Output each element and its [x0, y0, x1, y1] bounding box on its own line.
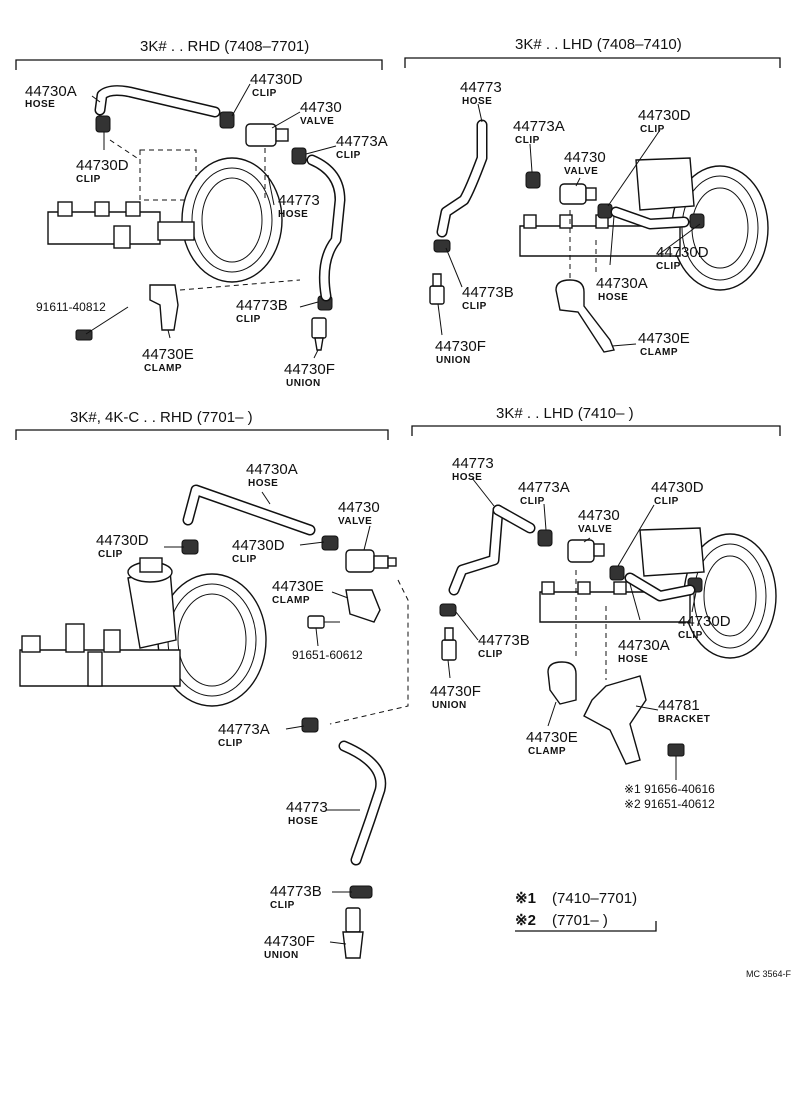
label-name: CLIP [520, 496, 545, 507]
note-text: (7410–7701) [552, 890, 637, 907]
label-pn: 44730F [264, 933, 315, 950]
label-pn: 44730E [526, 729, 578, 746]
note-text: (7701– ) [552, 912, 608, 929]
label-name: HOSE [618, 654, 648, 665]
label-pn: 44730D [232, 537, 285, 554]
label-pn: 44730D [638, 107, 691, 124]
label-name: CLAMP [528, 746, 566, 757]
label-name: BRACKET [658, 714, 710, 725]
label-pn: 44730E [272, 578, 324, 595]
section-title: 3K# . . LHD (7408–7410) [515, 36, 682, 53]
label-name: UNION [436, 355, 471, 366]
label-pn: 44730E [142, 346, 194, 363]
label-name: CLAMP [640, 347, 678, 358]
label-name: CLIP [252, 88, 277, 99]
label-name: CLIP [678, 630, 703, 641]
label-pn: 44730D [250, 71, 303, 88]
label-pn: ※2 91651-40612 [624, 797, 715, 811]
label-name: UNION [286, 378, 321, 389]
label-pn: ※1 91656-40616 [624, 782, 715, 796]
label-pn: 44730A [25, 83, 77, 100]
label-pn: 44773A [336, 133, 388, 150]
section-title: 3K# . . LHD (7410– ) [496, 405, 634, 422]
label-name: CLIP [656, 261, 681, 272]
label-pn: 44730 [300, 99, 342, 116]
label-pn: 44773 [452, 455, 494, 472]
label-name: UNION [432, 700, 467, 711]
label-name: HOSE [248, 478, 278, 489]
label-name: CLIP [218, 738, 243, 749]
label-pn: 44773 [278, 192, 320, 209]
label-name: CLAMP [272, 595, 310, 606]
label-name: HOSE [278, 209, 308, 220]
label-pn: 44730 [578, 507, 620, 524]
section-rhd-7701: 3K#, 4K-C . . RHD (7701– ) [15, 409, 409, 961]
label-pn: 44773B [270, 883, 322, 900]
note-mark: ※1 [515, 890, 536, 907]
label-name: HOSE [462, 96, 492, 107]
footer-code: MC 3564-F [746, 969, 792, 979]
label-pn: 44730D [76, 157, 129, 174]
label-name: UNION [264, 950, 299, 961]
label-name: CLIP [270, 900, 295, 911]
label-name: CLIP [336, 150, 361, 161]
label-pn: 44730F [284, 361, 335, 378]
label-name: HOSE [25, 99, 55, 110]
label-name: VALVE [338, 516, 372, 527]
label-pn: 44730F [430, 683, 481, 700]
label-name: CLIP [98, 549, 123, 560]
label-pn: 44730D [678, 613, 731, 630]
label-pn: 91611-40812 [36, 300, 106, 314]
label-pn: 44773 [286, 799, 328, 816]
section-title: 3K#, 4K-C . . RHD (7701– ) [70, 409, 253, 426]
label-pn: 44730 [564, 149, 606, 166]
label-pn: 44773A [518, 479, 570, 496]
label-name: HOSE [288, 816, 318, 827]
label-name: CLIP [478, 649, 503, 660]
label-pn: 44773B [478, 632, 530, 649]
label-pn: 44781 [658, 697, 700, 714]
section-title: 3K# . . RHD (7408–7701) [140, 38, 309, 55]
label-pn: 44730A [618, 637, 670, 654]
label-pn: 44730D [651, 479, 704, 496]
label-name: CLIP [76, 174, 101, 185]
label-name: CLIP [654, 496, 679, 507]
label-name: CLIP [232, 554, 257, 565]
label-pn: 91651-60612 [292, 648, 363, 662]
label-name: CLAMP [144, 363, 182, 374]
note-mark: ※2 [515, 912, 536, 929]
label-pn: 44773A [218, 721, 270, 738]
label-pn: 44730E [638, 330, 690, 347]
label-pn: 44730A [596, 275, 648, 292]
label-pn: 44730F [435, 338, 486, 355]
label-pn: 44773 [460, 79, 502, 96]
section-rhd-7408-7701: 3K# . . RHD (7408–7701) [15, 38, 388, 389]
label-name: VALVE [300, 116, 334, 127]
label-pn: 44773B [462, 284, 514, 301]
label-name: VALVE [578, 524, 612, 535]
notes: ※1 (7410–7701) ※2 (7701– ) [515, 890, 657, 932]
label-name: CLIP [515, 135, 540, 146]
label-pn: 44773A [513, 118, 565, 135]
label-name: HOSE [452, 472, 482, 483]
label-pn: 44730D [96, 532, 149, 549]
label-name: CLIP [462, 301, 487, 312]
label-name: CLIP [640, 124, 665, 135]
label-pn: 44730A [246, 461, 298, 478]
label-pn: 44730D [656, 244, 709, 261]
label-pn: 44730 [338, 499, 380, 516]
label-pn: 44773B [236, 297, 288, 314]
label-name: VALVE [564, 166, 598, 177]
section-lhd-7410: 3K# . . LHD (7410– ) [411, 405, 781, 811]
section-lhd-7408-7410: 3K# . . LHD (7408–7410) [404, 36, 781, 366]
label-name: HOSE [598, 292, 628, 303]
label-name: CLIP [236, 314, 261, 325]
